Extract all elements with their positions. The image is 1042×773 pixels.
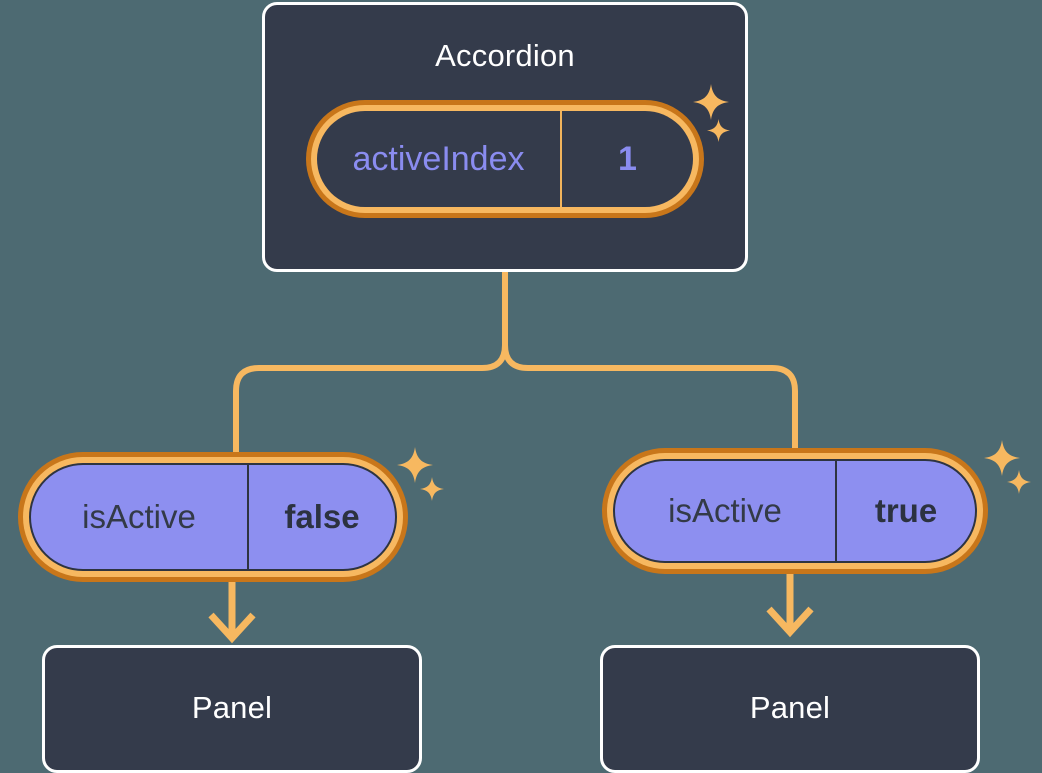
state-chip-body: activeIndex 1 (317, 111, 693, 207)
sparkle-icon-left-small (420, 477, 444, 501)
component-box-panel-left[interactable]: Panel (42, 645, 422, 773)
state-chip-value: false (284, 498, 360, 535)
state-chip-ring: isActive true (607, 453, 983, 569)
state-chip-activeindex[interactable]: activeIndex 1 (306, 100, 704, 218)
sparkle-icon-left-large (397, 447, 433, 483)
state-chip-value: 1 (618, 139, 637, 178)
sparkle-icon-right-small (1007, 470, 1031, 494)
state-chip-key: isActive (31, 465, 249, 569)
state-chip-key: activeIndex (317, 111, 562, 207)
component-box-panel-right[interactable]: Panel (600, 645, 980, 773)
arrowhead-right (766, 606, 814, 638)
state-chip-ring: activeIndex 1 (311, 105, 699, 213)
component-title-panel-left: Panel (191, 690, 273, 725)
state-chip-body: isActive true (613, 459, 977, 563)
connector-root-to-branch-left (233, 342, 508, 466)
state-chip-body: isActive false (29, 463, 397, 571)
component-title-accordion: Accordion (435, 38, 575, 73)
sparkle-icon-right-large (984, 440, 1020, 476)
state-chip-isactive-left[interactable]: isActive false (18, 452, 408, 582)
connector-root-to-branches (502, 269, 798, 463)
state-chip-ring: isActive false (23, 457, 403, 577)
arrowhead-left (208, 612, 256, 644)
state-chip-key: isActive (615, 461, 837, 561)
component-title-panel-right: Panel (749, 690, 831, 725)
state-chip-value: true (874, 492, 938, 529)
state-chip-isactive-right[interactable]: isActive true (602, 448, 988, 574)
